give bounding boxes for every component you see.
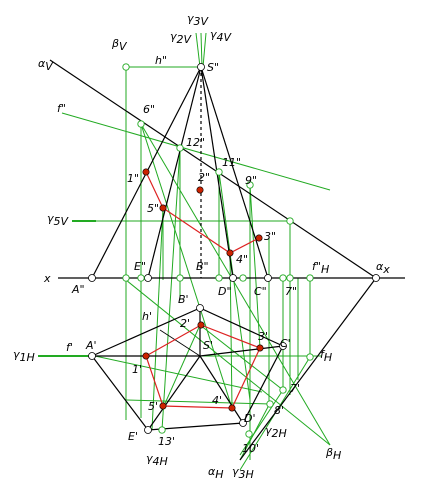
label-11: 11" bbox=[222, 156, 241, 169]
label-f2: f" bbox=[57, 102, 66, 115]
label-7-2: 7" bbox=[285, 285, 297, 298]
label-S2: S" bbox=[207, 61, 219, 74]
labels: βV γ2V γ3V γ4V h" S" αV f" 6" 12" 11" 9"… bbox=[13, 12, 390, 481]
label-12: 12" bbox=[186, 136, 205, 149]
label-C1: C' bbox=[280, 337, 291, 350]
label-gamma-3h: γ3H bbox=[232, 465, 254, 481]
label-A1: A' bbox=[85, 339, 97, 352]
label-alpha-h: αH bbox=[208, 465, 224, 481]
label-E2: E" bbox=[134, 260, 146, 273]
label-D1: D' bbox=[244, 412, 256, 425]
label-alpha-v: αV bbox=[38, 57, 54, 73]
label-fH2: f"H bbox=[312, 260, 329, 276]
label-6: 6" bbox=[143, 103, 155, 116]
label-beta-h: βH bbox=[325, 446, 341, 462]
label-fH: fH bbox=[320, 348, 332, 364]
label-x: x bbox=[43, 272, 51, 285]
label-4-1: 4' bbox=[212, 394, 222, 407]
construction-lines bbox=[38, 32, 331, 471]
label-C2: C" bbox=[254, 285, 267, 298]
label-gamma-2v: γ2V bbox=[170, 30, 193, 46]
label-B2: B" bbox=[196, 260, 209, 273]
label-8-1: 8' bbox=[274, 404, 284, 417]
label-gamma-5v: γ5V bbox=[47, 212, 70, 228]
label-h1: h' bbox=[142, 310, 152, 323]
label-2-1: 2' bbox=[180, 317, 190, 330]
label-10-1: 10' bbox=[242, 442, 259, 455]
label-9: 9" bbox=[245, 174, 257, 187]
label-alpha-x: αx bbox=[376, 260, 390, 276]
label-3-1: 3' bbox=[258, 330, 268, 343]
label-7-1: 7' bbox=[290, 382, 300, 395]
label-5: 5" bbox=[147, 202, 159, 215]
label-E1: E' bbox=[128, 430, 138, 443]
label-A2: A" bbox=[71, 283, 85, 296]
label-gamma-3v: γ3V bbox=[187, 12, 210, 28]
main-lines bbox=[49, 59, 405, 461]
label-B1: B' bbox=[178, 293, 189, 306]
label-4: 4" bbox=[236, 253, 248, 266]
label-1-1: 1' bbox=[132, 363, 142, 376]
label-beta-v: βV bbox=[111, 37, 128, 53]
label-3: 3" bbox=[264, 230, 276, 243]
section-lines bbox=[145, 171, 261, 409]
label-h2: h" bbox=[155, 54, 167, 67]
label-gamma-4h: γ4H bbox=[146, 452, 168, 468]
label-13-1: 13' bbox=[158, 435, 175, 448]
label-f1: f' bbox=[66, 341, 73, 354]
points bbox=[88, 63, 380, 438]
label-2: 2" bbox=[198, 171, 210, 184]
label-S1: S' bbox=[203, 339, 213, 352]
label-gamma-4v: γ4V bbox=[210, 28, 233, 44]
label-D2: D" bbox=[218, 285, 232, 298]
label-gamma-2h: γ2H bbox=[265, 424, 287, 440]
label-1: 1" bbox=[127, 172, 139, 185]
label-gamma-1h: γ1H bbox=[13, 348, 35, 364]
label-5-1: 5' bbox=[148, 400, 158, 413]
